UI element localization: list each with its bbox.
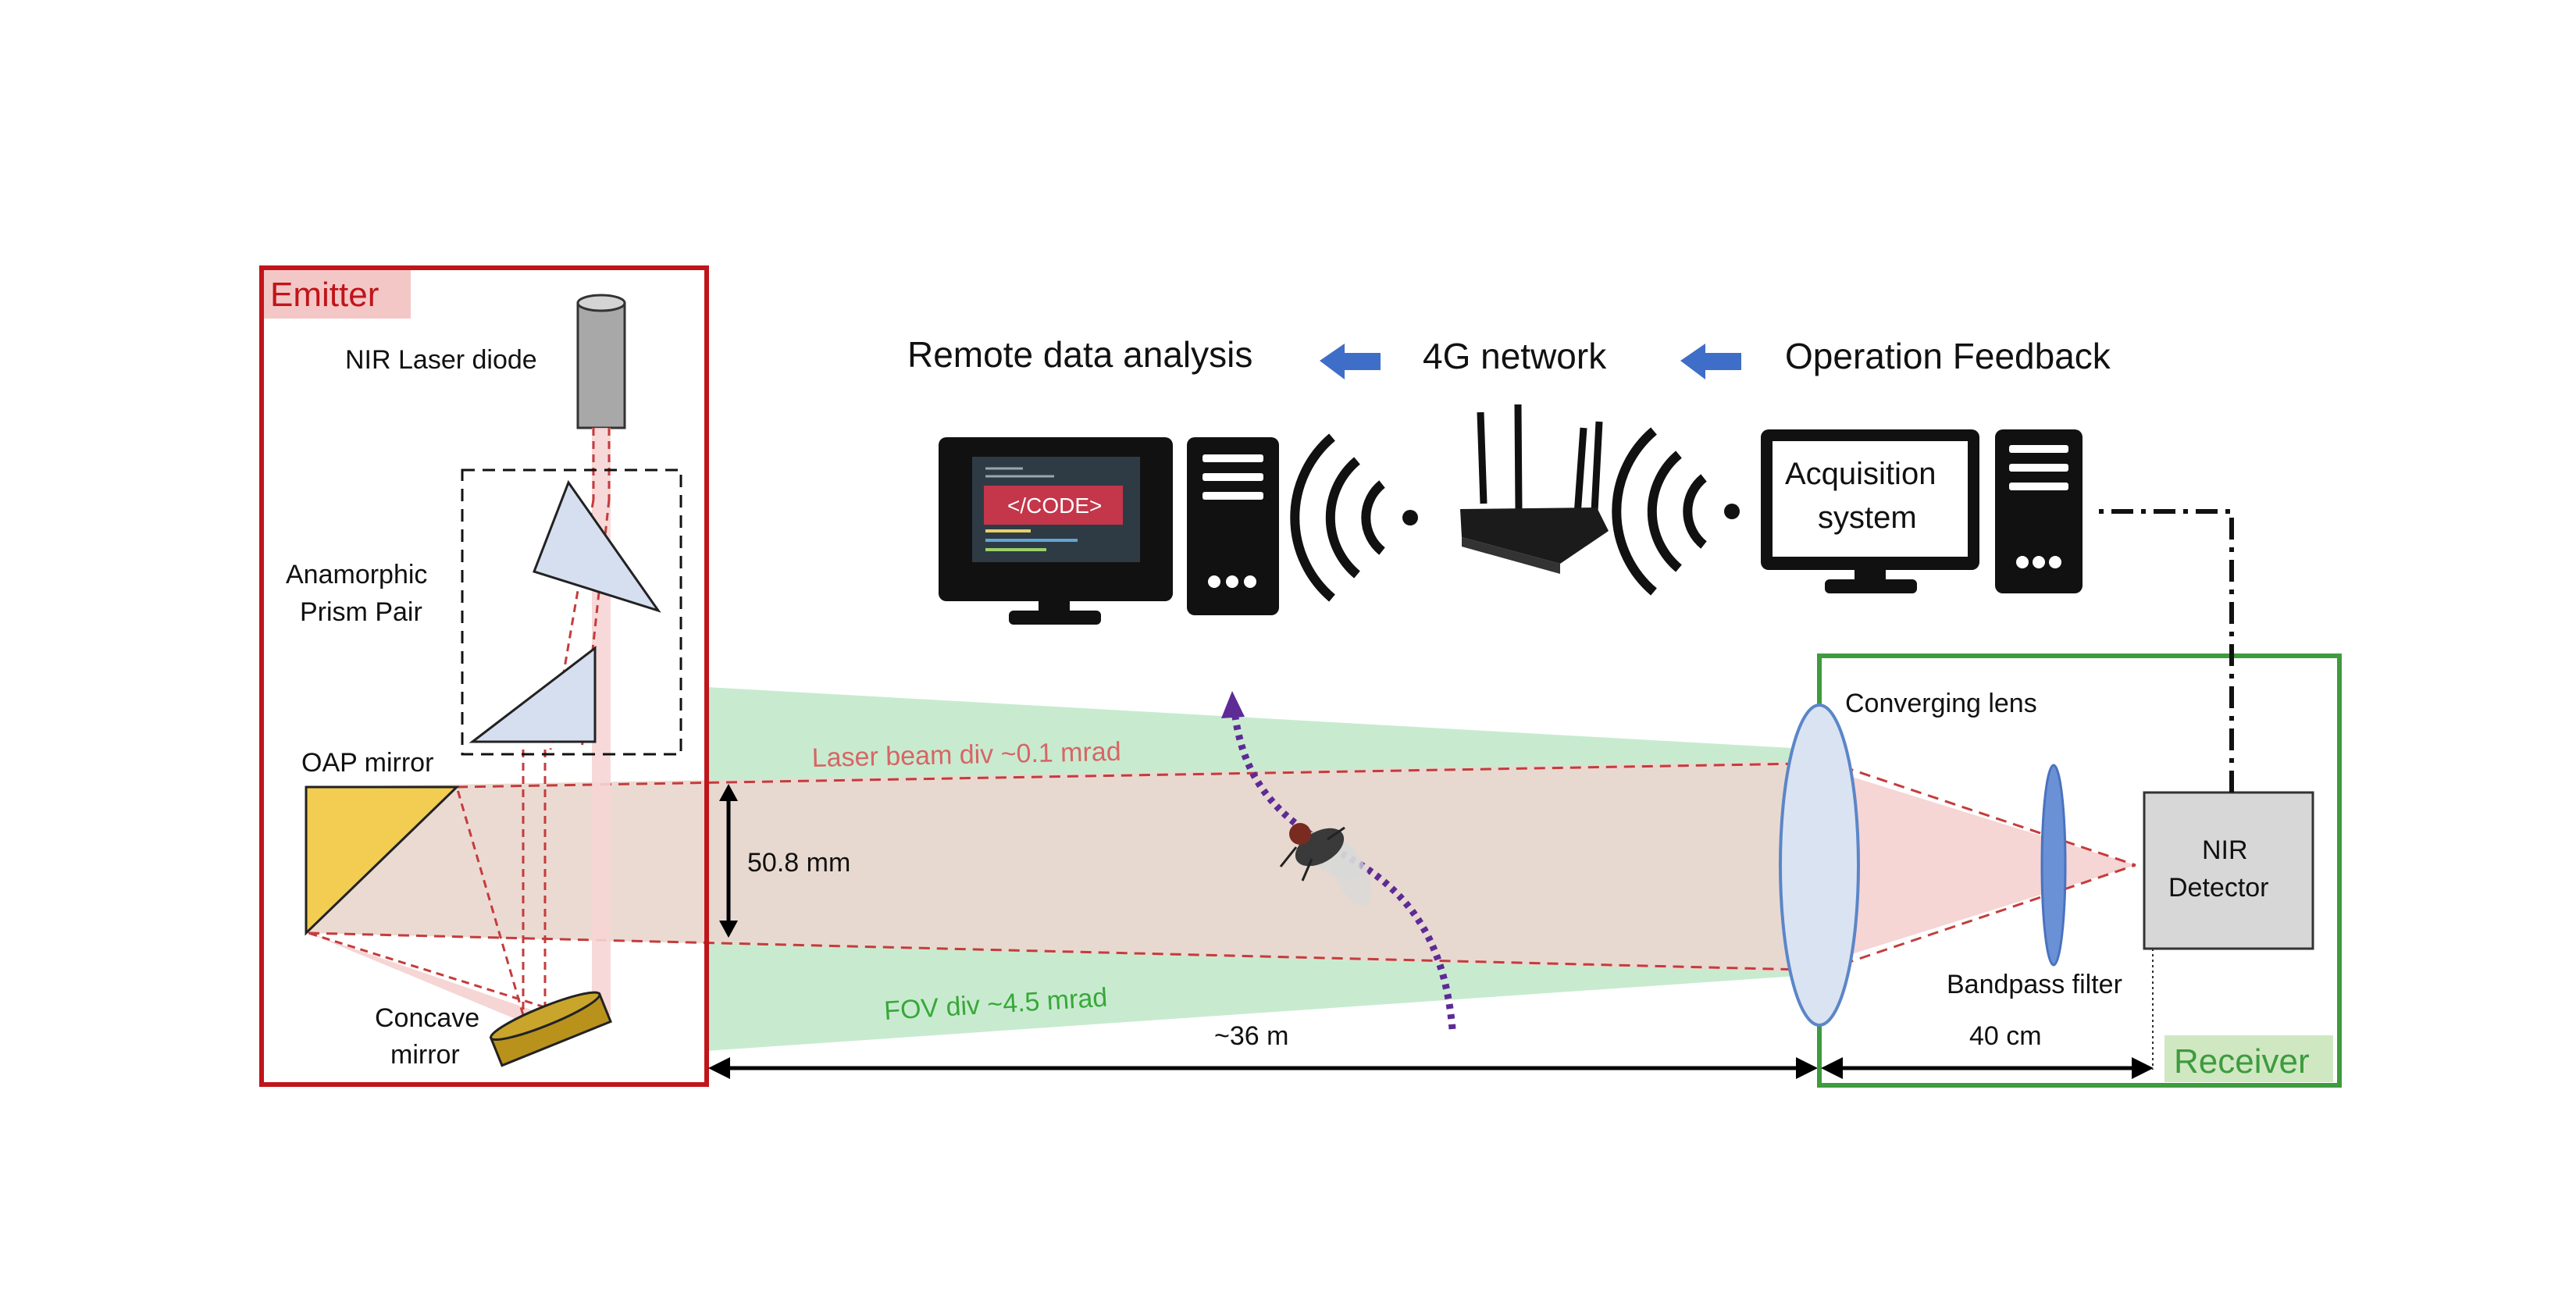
prism-pair-box	[461, 468, 682, 756]
prism-label-2: Prism Pair	[300, 597, 422, 627]
receiver-distance-arrow-left	[1821, 1057, 1843, 1079]
concave-beam-fill	[308, 933, 547, 1019]
bandpass-filter	[2040, 764, 2067, 967]
blue-arrow-left-icon	[1320, 344, 1381, 379]
receiver-distance-label: 40 cm	[1969, 1021, 2042, 1051]
detector-connection	[2093, 509, 2234, 792]
prism-2	[469, 645, 597, 743]
receiver-distance-arrow-right	[2132, 1057, 2154, 1079]
oap-mirror	[305, 785, 460, 936]
detector-label-2: Detector	[2168, 873, 2269, 903]
collimated-beam	[308, 761, 1804, 972]
laser-diode-label: NIR Laser diode	[345, 345, 537, 375]
emitter-box	[259, 265, 709, 1087]
laser-diode-top	[576, 294, 626, 312]
beam-width-arrow-top	[719, 784, 738, 801]
concave-to-oap-2	[308, 931, 546, 1009]
laser-div-label: Laser beam div ~0.1 mrad	[811, 737, 1121, 773]
distance-arrow-right	[1796, 1057, 1818, 1079]
network-label: 4G network	[1423, 336, 1607, 376]
acquisition-label-1: Acquisition	[1785, 457, 1936, 491]
receiver-cone	[1819, 767, 2136, 964]
oap-mirror-label: OAP mirror	[301, 748, 433, 778]
laser-diode	[576, 301, 626, 429]
blue-arrow-right-icon	[1680, 344, 1741, 379]
beam-width-label: 50.8 mm	[747, 848, 850, 878]
prism-label-1: Anamorphic	[286, 560, 427, 589]
beam-top-edge	[456, 762, 1805, 789]
distance-label: ~36 m	[1214, 1021, 1288, 1051]
feedback-label: Operation Feedback	[1785, 336, 2111, 376]
prism-1	[533, 479, 661, 613]
code-label: </CODE>	[1007, 493, 1102, 518]
remote-computer	[939, 437, 1279, 625]
wifi-left-icon	[1290, 433, 1418, 602]
converging-lens	[1779, 703, 1860, 1027]
receiver-title-bg	[2164, 1035, 2333, 1082]
router-icon	[1460, 404, 1609, 574]
concave-label-1: Concave	[375, 1003, 479, 1033]
beam-bottom-edge	[308, 931, 1805, 971]
detector-label-1: NIR	[2202, 835, 2248, 865]
wifi-right-icon	[1612, 427, 1740, 596]
acquisition-computer	[1761, 429, 2083, 593]
converging-lens-label: Converging lens	[1845, 689, 2037, 718]
bandpass-filter-label: Bandpass filter	[1947, 970, 2122, 999]
distance-arrow-left	[708, 1057, 730, 1079]
concave-mirror	[489, 991, 612, 1067]
receiver-cone-bottom	[1842, 864, 2136, 966]
receiver-cone-top	[1842, 765, 2136, 867]
concave-label-2: mirror	[390, 1040, 460, 1070]
fly	[1279, 823, 1372, 906]
emitter-title: Emitter	[270, 276, 379, 314]
receiver-title: Receiver	[2174, 1042, 2310, 1081]
remote-analysis-label: Remote data analysis	[907, 334, 1252, 375]
nir-detector	[2143, 791, 2314, 950]
acquisition-label-2: system	[1818, 500, 1917, 535]
fly-path-arrowhead	[1221, 691, 1245, 718]
beam-width-arrow-bottom	[719, 921, 738, 938]
emitter-title-bg	[264, 270, 411, 319]
